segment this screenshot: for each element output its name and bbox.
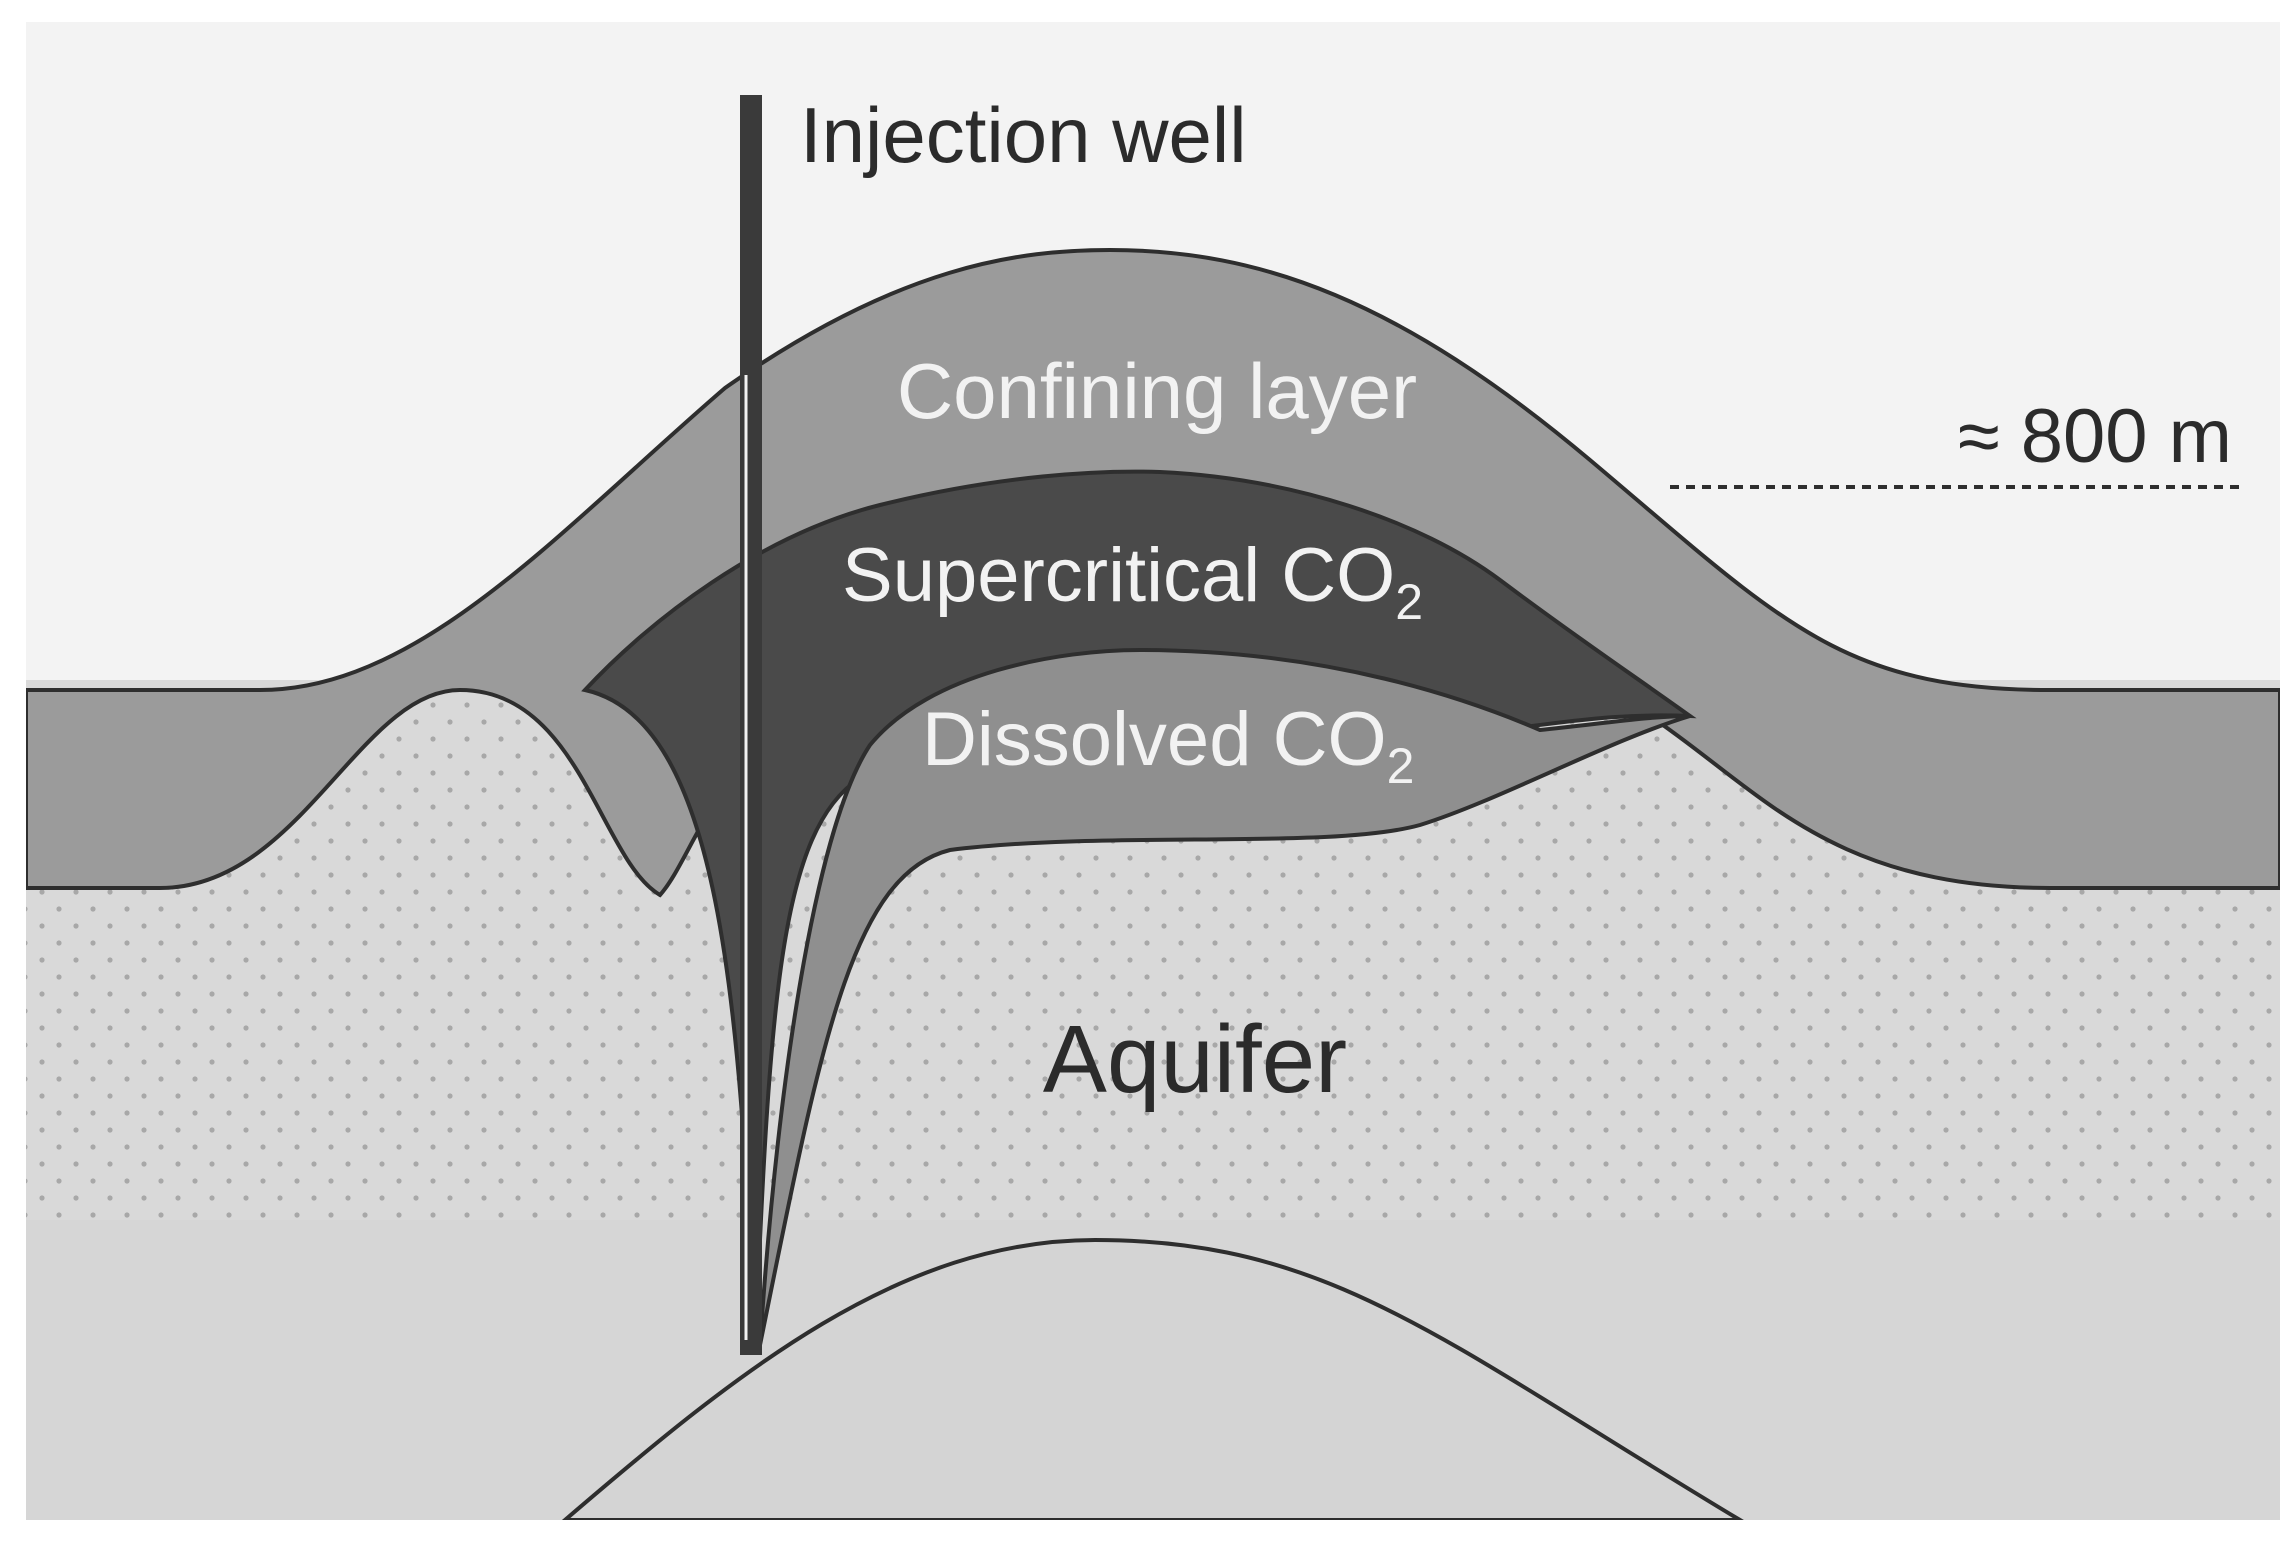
supercritical-co2-label: Supercritical CO2 [842,533,1423,630]
aquifer-label: Aquifer [1043,1006,1347,1113]
basement-dome [561,1237,1744,1520]
dissolved-co2-label: Dissolved CO2 [922,697,1414,794]
depth-marker-label: ≈ 800 m [1958,394,2232,479]
dissolved-co2-label-subscript: 2 [1387,738,1415,794]
dissolved-co2-label-text: Dissolved CO [922,697,1387,782]
injection-well [740,95,762,1355]
confining-layer-label: Confining layer [897,347,1417,435]
supercritical-co2-label-subscript: 2 [1395,574,1423,630]
dissolved-co2-region [758,647,1691,1346]
injection-well-label: Injection well [800,91,1247,179]
supercritical-co2-label-text: Supercritical CO [842,533,1395,618]
